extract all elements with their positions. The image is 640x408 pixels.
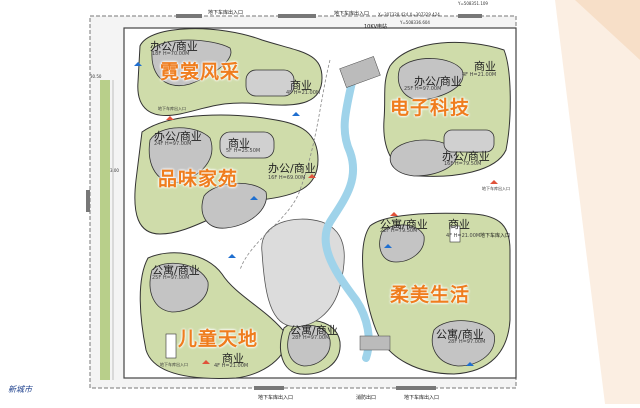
gate-bar-bottom-2 xyxy=(396,386,436,390)
hatched-area-bottom xyxy=(359,335,391,351)
building-12 xyxy=(149,262,209,313)
building-5-spec: 16F H=69.00M xyxy=(268,175,306,181)
building-6-spec: 25F H=97.00M xyxy=(404,86,442,92)
building-12-spec: 25F H=97.00M xyxy=(152,275,190,281)
left-dimension-2: 3.00 xyxy=(110,168,119,173)
coordinate-label-1: Y=508351.109 xyxy=(458,1,488,6)
building-3-spec: 24F H=97.00M xyxy=(154,141,192,147)
building-11 xyxy=(432,320,495,367)
building-7-spec: 4F H=21.00M xyxy=(462,72,497,78)
coordinate-label-2: X=307328.424 X=307329.424 xyxy=(378,12,440,17)
zone-label-ertong: 儿童天地 xyxy=(178,328,259,350)
zone-label-dianzi: 电子科技 xyxy=(390,97,471,119)
gate-bar-top-3 xyxy=(458,14,482,18)
zone-label-pinwei: 品味家苑 xyxy=(158,168,239,190)
pedestrian-path xyxy=(239,59,331,271)
left-green-strip xyxy=(100,80,110,380)
building-1-spec: 18F H=70.00M xyxy=(152,51,190,57)
building-13-name: 商业 xyxy=(222,352,244,365)
substation-label: 10KV电站 xyxy=(364,24,388,30)
gate-bar-bottom-1 xyxy=(254,386,284,390)
building-9-name: 公寓/商业 xyxy=(380,218,428,231)
building-3 xyxy=(148,127,213,183)
building-8-name: 办公/商业 xyxy=(442,150,490,163)
building-13-spec: 4F H=21.00M xyxy=(214,363,249,369)
building-14 xyxy=(287,324,331,367)
gate-label-bottom-left: 地下车库出入口 xyxy=(258,395,294,401)
exit-markers xyxy=(166,116,498,364)
building-5-name: 办公/商业 xyxy=(268,162,316,175)
building-6 xyxy=(398,58,464,101)
building-12-name: 公寓/商业 xyxy=(152,264,200,277)
note-c: 地下车库出入口 xyxy=(482,186,510,191)
building-10-name: 商业 xyxy=(448,218,470,231)
gate-label-bottom-mid: 消防出口 xyxy=(356,395,377,401)
gate-label-right: 地下车库入口 xyxy=(480,233,511,239)
building-10 xyxy=(449,225,461,243)
left-dimension: 30.50 xyxy=(90,74,102,79)
gate-bar-left xyxy=(86,190,90,212)
building-11-spec: 28F H=97.00M xyxy=(448,339,486,345)
gate-label-top: 地下车库出入口 xyxy=(208,10,244,16)
building-2-spec: 4F H=21.00M xyxy=(286,90,321,96)
decorative-band-2 xyxy=(575,0,640,60)
building-9-spec: 22F H=79.50M xyxy=(380,228,418,234)
building-2 xyxy=(245,69,295,97)
coordinate-label-3: Y=508336.604 xyxy=(400,20,430,25)
building-9 xyxy=(379,224,425,263)
building-11-name: 公寓/商业 xyxy=(436,328,484,341)
building-6-name: 办公/商业 xyxy=(414,75,462,88)
building-1-name: 办公/商业 xyxy=(150,40,198,53)
gate-label-bottom-right: 地下车库出入口 xyxy=(404,395,440,401)
footer-caption: 新城市 xyxy=(8,385,32,394)
zone-label-nichang: 霓裳风采 xyxy=(160,61,241,83)
building-14-spec: 28F H=97.00M xyxy=(292,335,330,341)
building-8-spec: 16F H=79.50M xyxy=(444,161,482,167)
gate-bar-top-2 xyxy=(278,14,316,18)
building-4-name: 商业 xyxy=(228,137,250,150)
building-13 xyxy=(165,333,177,359)
decorative-band xyxy=(555,0,640,404)
gate-bar-top-1 xyxy=(176,14,202,18)
entrance-markers xyxy=(134,62,474,366)
building-8 xyxy=(443,129,495,153)
hatched-area-top xyxy=(339,56,381,88)
water-channel xyxy=(321,78,373,362)
building-4 xyxy=(201,182,267,229)
building-4-spec: 5F H=25.50M xyxy=(226,148,261,154)
building-3-name: 办公/商业 xyxy=(154,130,202,143)
building-7 xyxy=(389,139,457,177)
zone-label-roumei: 柔美生活 xyxy=(390,284,471,306)
building-5 xyxy=(219,131,275,159)
note-b: 地下车库出入口 xyxy=(160,362,188,367)
building-2-name: 商业 xyxy=(290,79,312,92)
note-a: 地下车库出入口 xyxy=(158,106,186,111)
building-7-name: 商业 xyxy=(474,60,496,73)
building-14-name: 公寓/商业 xyxy=(290,324,338,337)
building-1 xyxy=(151,39,232,86)
gate-label-top-right: 地下车库出入口 xyxy=(334,11,370,17)
building-10-spec: 4F H=21.00M xyxy=(446,233,481,239)
